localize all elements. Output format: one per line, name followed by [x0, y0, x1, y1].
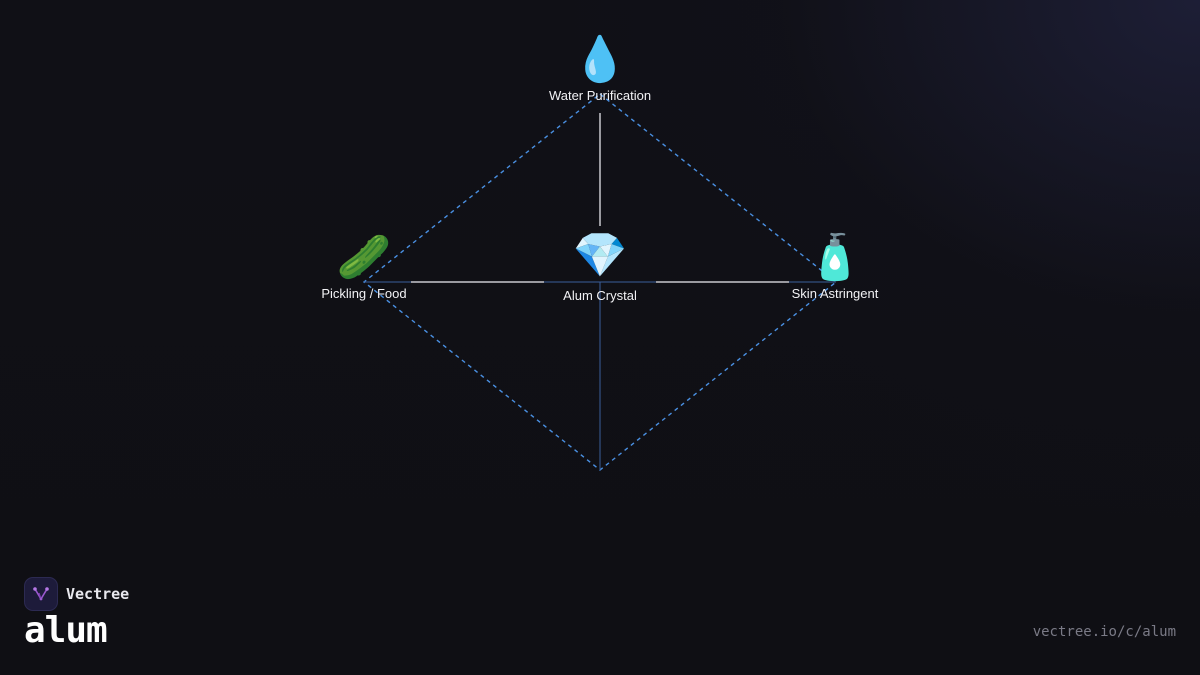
- node-label: Pickling / Food: [321, 286, 407, 301]
- node-alum-crystal: 💎 Alum Crystal: [500, 230, 700, 303]
- brand-name: Vectree: [66, 585, 130, 603]
- lotion-bottle-icon: 🧴: [807, 233, 863, 282]
- center-label: Alum Crystal: [563, 288, 637, 303]
- node-label: Water Purification: [548, 88, 652, 103]
- node-pickling-food: 🥒 Pickling / Food: [264, 232, 464, 301]
- vectree-logo-icon: [24, 577, 58, 611]
- node-skin-astringent: 🧴 Skin Astringent: [735, 232, 935, 301]
- node-water-purification: 💧 Water Purification: [500, 34, 700, 103]
- page-url[interactable]: vectree.io/c/alum: [1032, 624, 1176, 640]
- topic-title: alum: [24, 610, 108, 651]
- water-drop-icon: 💧: [572, 35, 628, 84]
- gem-icon: 💎: [572, 231, 628, 280]
- cucumber-icon: 🥒: [336, 233, 392, 282]
- brand: Vectree: [24, 577, 129, 611]
- node-label: Skin Astringent: [791, 286, 879, 301]
